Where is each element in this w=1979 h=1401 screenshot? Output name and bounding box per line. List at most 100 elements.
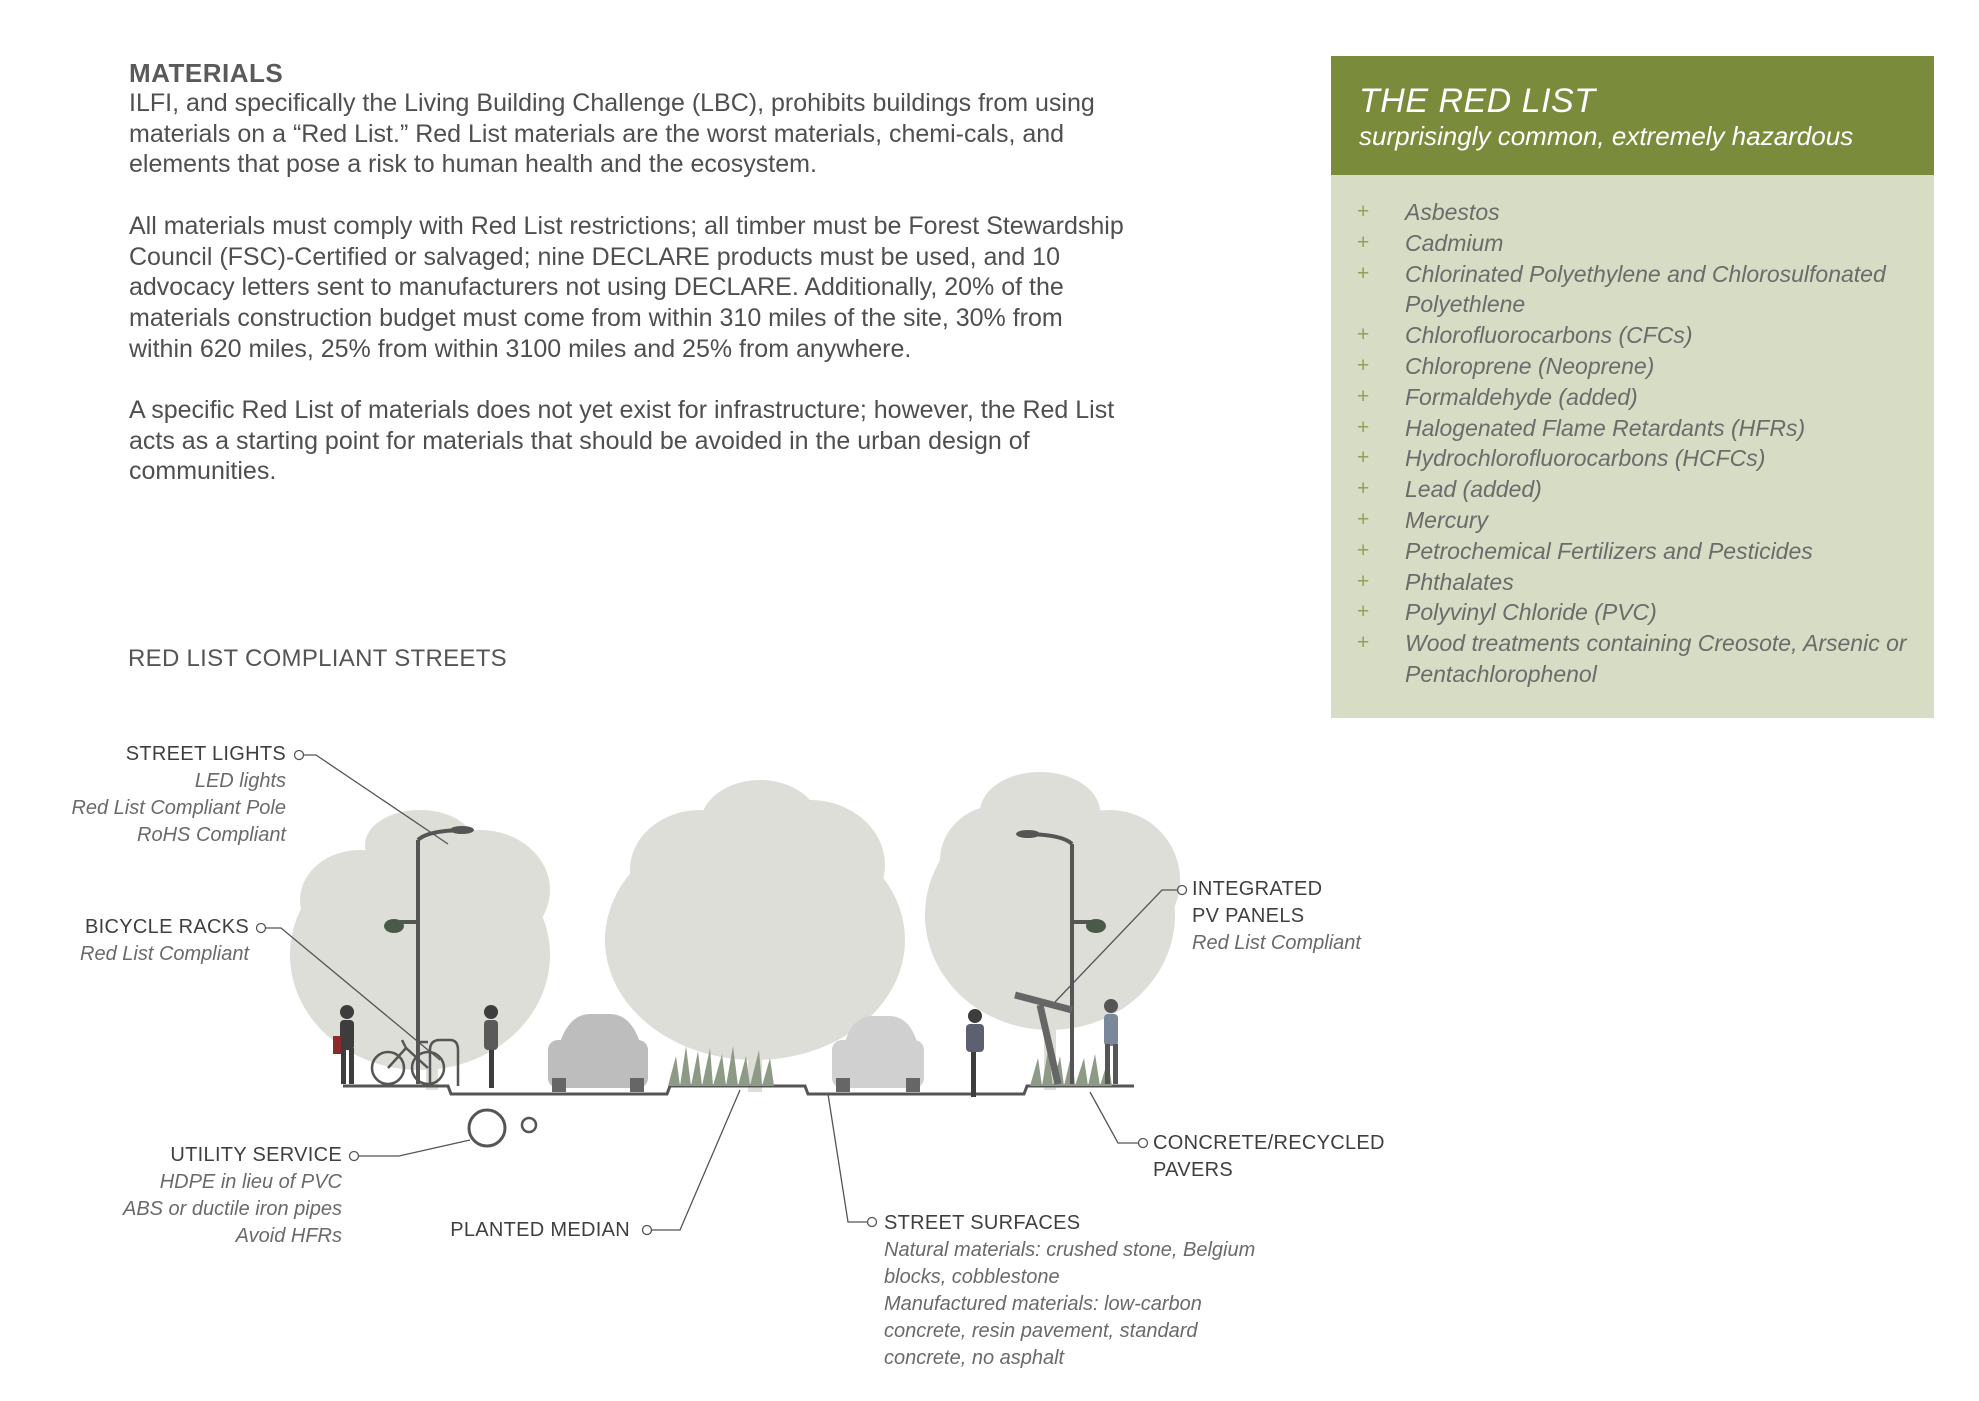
lamp-head — [450, 826, 474, 834]
plus-icon: + — [1357, 477, 1370, 501]
red-list-item: + Wood treatments containing Creosote, Ar… — [1357, 628, 1934, 690]
callout-title: PAVERS — [1153, 1159, 1233, 1181]
red-list-header: THE RED LIST surprisingly common, extrem… — [1331, 56, 1934, 175]
materials-paragraph: ILFI, and specifically the Living Buildi… — [129, 89, 1095, 179]
red-list-item: + Petrochemical Fertilizers and Pesticide… — [1357, 536, 1934, 567]
red-list-item: + Asbestos — [1357, 197, 1934, 228]
bicycle-rack — [370, 1038, 460, 1086]
plus-icon: + — [1357, 507, 1370, 531]
callout-title: BICYCLE RACKS — [85, 916, 249, 938]
callout-title: UTILITY SERVICE — [170, 1144, 342, 1166]
callout-pv-panels: INTEGRATED PV PANELS Red List Compliant — [1192, 876, 1452, 957]
callout-detail: Red List Compliant — [80, 943, 249, 965]
red-list-item-text: Lead (added) — [1405, 476, 1542, 503]
red-list-item: + Chloroprene (Neoprene) — [1357, 351, 1934, 382]
plus-icon: + — [1357, 569, 1370, 593]
callout-detail: Red List Compliant Pole — [71, 797, 286, 819]
callout-title: STREET LIGHTS — [125, 743, 286, 765]
plus-icon: + — [1357, 538, 1370, 562]
callout-detail: blocks, cobblestone — [884, 1266, 1060, 1288]
utility-pipe-small — [520, 1116, 538, 1134]
red-list-item-text: Mercury — [1405, 506, 1489, 533]
plus-icon: + — [1357, 631, 1370, 655]
callout-detail: concrete, no asphalt — [884, 1347, 1065, 1369]
red-list-item: + Mercury — [1357, 505, 1934, 536]
red-list-subtitle: surprisingly common, extremely hazardous — [1359, 121, 1854, 151]
red-list-items: + Asbestos + Cadmium + Chlorinated Polyethyle… — [1331, 175, 1934, 690]
plus-icon: + — [1357, 446, 1370, 470]
red-list-item-text: Formaldehyde (added) — [1405, 383, 1638, 410]
callout-title: INTEGRATED — [1192, 878, 1323, 900]
callout-title: CONCRETE/RECYCLED — [1153, 1132, 1385, 1154]
red-list-item: + Chlorinated Polyethylene and Chlorosulf… — [1357, 259, 1934, 321]
red-list-item-text: Chloroprene (Neoprene) — [1405, 352, 1655, 379]
callout-street-lights: STREET LIGHTS LED lights Red List Compli… — [20, 741, 286, 849]
red-list-item: + Phthalates — [1357, 567, 1934, 598]
callout-title: PV PANELS — [1192, 905, 1305, 927]
callout-title: PLANTED MEDIAN — [450, 1219, 630, 1241]
red-list-item-text: Chlorinated Polyethylene and Chlorosulfo… — [1405, 260, 1886, 318]
materials-section: MATERIALS ILFI, and specifically the Liv… — [129, 58, 1129, 518]
plus-icon: + — [1357, 600, 1370, 624]
callout-detail: Red List Compliant — [1192, 932, 1361, 954]
tree-right — [925, 772, 1180, 1090]
plus-icon: + — [1357, 415, 1370, 439]
callout-pavers: CONCRETE/RECYCLED PAVERS — [1153, 1130, 1413, 1184]
red-list-item-text: Petrochemical Fertilizers and Pesticides — [1405, 537, 1813, 564]
materials-paragraph: A specific Red List of materials does no… — [129, 396, 1115, 486]
red-list-item-text: Halogenated Flame Retardants (HFRs) — [1405, 414, 1806, 441]
red-list-item-text: Wood treatments containing Creosote, Ars… — [1405, 630, 1907, 687]
plus-icon: + — [1357, 384, 1370, 408]
red-list-item: + Hydrochlorofluorocarbons (HCFCs) — [1357, 443, 1934, 474]
lamp-globe — [384, 919, 404, 933]
leader-lines — [255, 749, 1188, 1236]
cyclist-right — [966, 1009, 984, 1097]
utility-pipe-large — [467, 1108, 507, 1148]
red-list-item-text: Phthalates — [1405, 568, 1514, 595]
red-list-item-text: Polyvinyl Chloride (PVC) — [1405, 599, 1657, 626]
plus-icon: + — [1357, 261, 1370, 285]
callout-detail: Manufactured materials: low-carbon — [884, 1293, 1202, 1315]
cyclist-left — [484, 1005, 498, 1088]
callout-detail: ABS or ductile iron pipes — [122, 1198, 342, 1220]
red-list-item: + Chlorofluorocarbons (CFCs) — [1357, 320, 1934, 351]
car-right — [832, 1016, 924, 1092]
callout-detail: RoHS Compliant — [137, 824, 286, 846]
lamp-head — [1016, 830, 1040, 838]
red-list-item-text: Cadmium — [1405, 229, 1504, 256]
red-list-item-text: Asbestos — [1405, 199, 1500, 225]
callout-detail: Avoid HFRs — [235, 1225, 342, 1247]
red-list-title: THE RED LIST — [1359, 82, 1596, 120]
plus-icon: + — [1357, 200, 1370, 223]
red-list-panel: THE RED LIST surprisingly common, extrem… — [1331, 56, 1934, 718]
plus-icon: + — [1357, 230, 1370, 254]
red-list-item-text: Hydrochlorofluorocarbons (HCFCs) — [1405, 445, 1766, 472]
section-title: RED LIST COMPLIANT STREETS — [128, 645, 507, 672]
lamp-globe — [1086, 919, 1106, 933]
red-list-item: + Formaldehyde (added) — [1357, 382, 1934, 413]
callout-bicycle-racks: BICYCLE RACKS Red List Compliant — [20, 914, 249, 968]
car-left — [548, 1014, 648, 1092]
callout-street-surfaces: STREET SURFACES Natural materials: crush… — [884, 1210, 1344, 1372]
plus-icon: + — [1357, 323, 1370, 347]
pedestrian-left — [333, 1005, 354, 1084]
materials-heading: MATERIALS — [129, 58, 284, 88]
callout-detail: concrete, resin pavement, standard — [884, 1320, 1198, 1342]
pedestrian-right — [1104, 999, 1118, 1084]
red-list-item: + Lead (added) — [1357, 474, 1934, 505]
callout-planted-median: PLANTED MEDIAN — [340, 1217, 630, 1244]
red-list-item: + Polyvinyl Chloride (PVC) — [1357, 597, 1934, 628]
pv-panel — [1014, 991, 1073, 1085]
callout-utility-service: UTILITY SERVICE HDPE in lieu of PVC ABS … — [20, 1142, 342, 1250]
red-list-item-text: Chlorofluorocarbons (CFCs) — [1405, 322, 1693, 349]
callout-title: STREET SURFACES — [884, 1212, 1081, 1234]
callout-detail: HDPE in lieu of PVC — [159, 1171, 342, 1193]
callout-detail: Natural materials: crushed stone, Belgiu… — [884, 1239, 1256, 1261]
plus-icon: + — [1357, 353, 1370, 377]
materials-paragraph: All materials must comply with Red List … — [129, 211, 1124, 363]
red-list-item: + Halogenated Flame Retardants (HFRs) — [1357, 413, 1934, 444]
tree-center — [605, 780, 905, 1092]
red-list-item: + Cadmium — [1357, 228, 1934, 259]
callout-detail: LED lights — [194, 770, 286, 792]
